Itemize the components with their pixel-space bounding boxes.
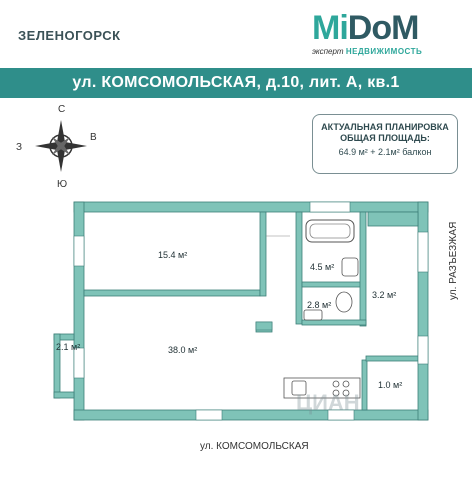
compass-south: Ю (57, 179, 68, 190)
info-title: АКТУАЛЬНАЯ ПЛАНИРОВКА (321, 122, 449, 132)
info-area-label: ОБЩАЯ ПЛОЩАДЬ: (340, 133, 430, 143)
street-label-right: ул. РАЗЪЕЗЖАЯ (448, 221, 459, 300)
midom-logo: MiDoM эксперт НЕДВИЖИМОСТЬ (312, 8, 462, 70)
room-label-living: 38.0 м² (168, 345, 198, 355)
city-title: ЗЕЛЕНОГОРСК (18, 28, 121, 43)
room-label-storage: 1.0 м² (378, 380, 403, 390)
logo-subtitle: эксперт НЕДВИЖИМОСТЬ (312, 47, 423, 56)
watermark: ЦИАН (296, 390, 360, 415)
compass-rose: С Ю В З (16, 100, 106, 192)
compass-west: З (16, 142, 23, 153)
room-label-bath: 4.5 м² (310, 262, 335, 272)
address-banner: ул. КОМСОМОЛЬСКАЯ, д.10, лит. А, кв.1 (0, 68, 472, 98)
room-label-balcony: 2.1 м² (56, 342, 81, 352)
logo-wordmark: MiDoM (312, 9, 419, 47)
compass-north: С (58, 104, 66, 115)
room-label-wc: 2.8 м² (307, 300, 332, 310)
room-label-bedroom: 15.4 м² (158, 250, 188, 260)
compass-east: В (90, 132, 97, 143)
area-info-box: АКТУАЛЬНАЯ ПЛАНИРОВКА ОБЩАЯ ПЛОЩАДЬ: 64.… (312, 114, 458, 174)
street-label-bottom: ул. КОМСОМОЛЬСКАЯ (200, 441, 309, 452)
compass-icon (35, 120, 87, 172)
room-label-hall: 3.2 м² (372, 290, 397, 300)
info-area-value: 64.9 м² + 2.1м² балкон (338, 147, 432, 157)
